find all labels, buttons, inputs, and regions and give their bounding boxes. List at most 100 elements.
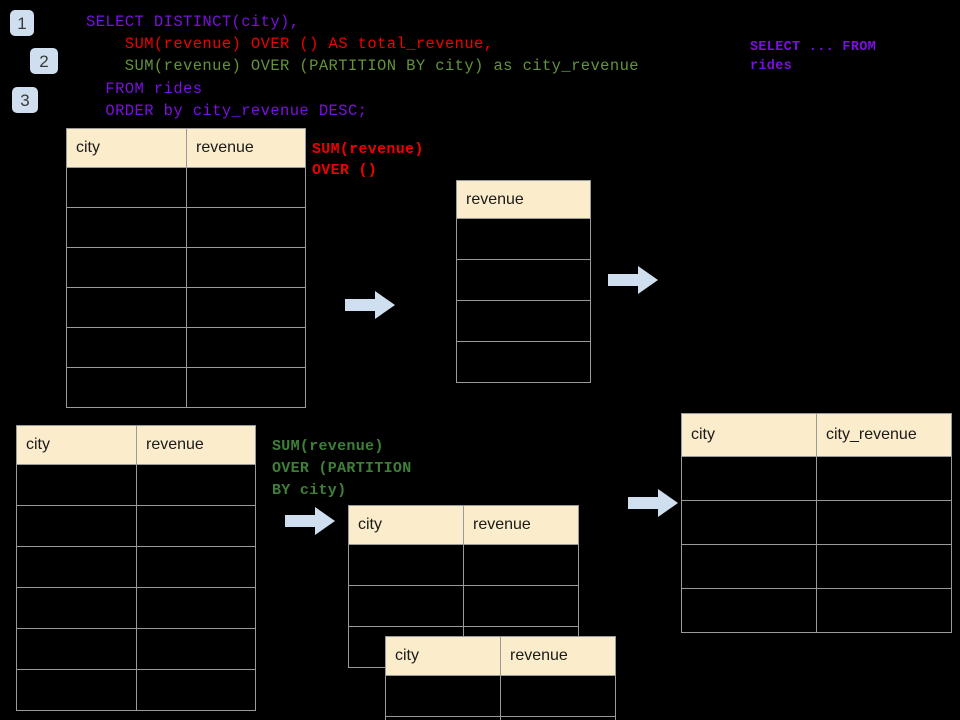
table-row [456, 218, 591, 260]
table-row [681, 456, 952, 501]
cell-city-revenue [816, 500, 952, 545]
table-row [16, 546, 256, 588]
cell-city [66, 287, 187, 328]
cell-revenue [186, 287, 306, 328]
table-row [385, 716, 616, 720]
result-table: city city_revenue [681, 413, 952, 633]
step-badge-3: 3 [12, 87, 38, 113]
table-row [16, 669, 256, 711]
table-row [16, 464, 256, 506]
table-row [456, 259, 591, 301]
arrow-source-to-total [345, 291, 395, 319]
arrow-source-to-partition [285, 507, 335, 535]
table-row [66, 327, 306, 368]
cell-revenue [136, 546, 256, 588]
cell-city [681, 588, 817, 633]
step-badge-1: 1 [10, 10, 34, 36]
table-row [16, 505, 256, 547]
cell-city-revenue [816, 544, 952, 589]
table-row [681, 500, 952, 545]
table-row [681, 544, 952, 589]
cell-revenue [186, 167, 306, 208]
table-row [66, 207, 306, 248]
column-header-revenue: revenue [500, 636, 616, 676]
sql-line-sum-over-partition: SUM(revenue) OVER (PARTITION BY city) as… [86, 57, 639, 75]
cell-city [16, 628, 137, 670]
arrow-partition-to-result [628, 489, 678, 517]
cell-revenue [500, 716, 616, 720]
column-header-city: city [385, 636, 501, 676]
cell-city [66, 167, 187, 208]
annotation-sum-over-partition: SUM(revenue) OVER (PARTITION BY city) [272, 438, 412, 499]
rides-partition-source-table: city revenue [16, 425, 256, 711]
table-header-row: city revenue [385, 636, 616, 676]
sql-line-order-by: ORDER by city_revenue DESC; [86, 102, 368, 120]
cell-revenue [136, 587, 256, 629]
column-header-city: city [681, 413, 817, 457]
cell-city-revenue [816, 456, 952, 501]
column-header-city-revenue: city_revenue [816, 413, 952, 457]
column-header-revenue: revenue [136, 425, 256, 465]
column-header-city: city [348, 505, 464, 545]
cell-revenue [456, 218, 591, 260]
cell-city [681, 500, 817, 545]
table-row [66, 367, 306, 408]
cell-city [348, 544, 464, 586]
cell-revenue [456, 259, 591, 301]
table-row [456, 341, 591, 383]
cell-city [385, 716, 501, 720]
total-revenue-table: revenue [456, 180, 591, 383]
table-row [66, 247, 306, 288]
cell-city [16, 546, 137, 588]
cell-revenue [500, 675, 616, 717]
cell-revenue [456, 300, 591, 342]
arrow-total-to-result [608, 266, 658, 294]
cell-revenue [136, 628, 256, 670]
cell-city [66, 207, 187, 248]
table-row [456, 300, 591, 342]
cell-revenue [136, 464, 256, 506]
table-row [66, 167, 306, 208]
cell-revenue [186, 207, 306, 248]
table-row [66, 287, 306, 328]
cell-revenue [136, 669, 256, 711]
cell-city [66, 327, 187, 368]
cell-city [16, 669, 137, 711]
column-header-revenue: revenue [463, 505, 579, 545]
sql-line-from: FROM rides [86, 80, 203, 98]
cell-revenue [186, 367, 306, 408]
cell-revenue [186, 247, 306, 288]
cell-revenue [186, 327, 306, 368]
table-header-row: city revenue [16, 425, 256, 465]
table-row [385, 675, 616, 717]
table-row [348, 585, 579, 627]
cell-city [385, 675, 501, 717]
cell-city [681, 456, 817, 501]
cell-revenue [136, 505, 256, 547]
cell-revenue [456, 341, 591, 383]
table-header-row: city revenue [348, 505, 579, 545]
table-row [348, 544, 579, 586]
step-badge-2: 2 [30, 48, 58, 74]
rides-source-table: city revenue [66, 128, 306, 408]
cell-city [16, 505, 137, 547]
annotation-sum-over-empty: SUM(revenue) OVER () [312, 141, 424, 179]
cell-city [16, 464, 137, 506]
column-header-city: city [66, 128, 187, 168]
column-header-city: city [16, 425, 137, 465]
table-row [16, 587, 256, 629]
cell-city [16, 587, 137, 629]
cell-city [681, 544, 817, 589]
sql-line-select-distinct: SELECT DISTINCT(city), [86, 13, 300, 31]
table-header-row: revenue [456, 180, 591, 219]
table-header-row: city city_revenue [681, 413, 952, 457]
table-header-row: city revenue [66, 128, 306, 168]
cell-city [66, 247, 187, 288]
partition-group-back-table: city revenue [348, 505, 579, 668]
annotation-select-from-rides: SELECT ... FROM rides [750, 40, 877, 74]
table-row [16, 628, 256, 670]
cell-revenue [463, 544, 579, 586]
cell-city [66, 367, 187, 408]
cell-city-revenue [816, 588, 952, 633]
